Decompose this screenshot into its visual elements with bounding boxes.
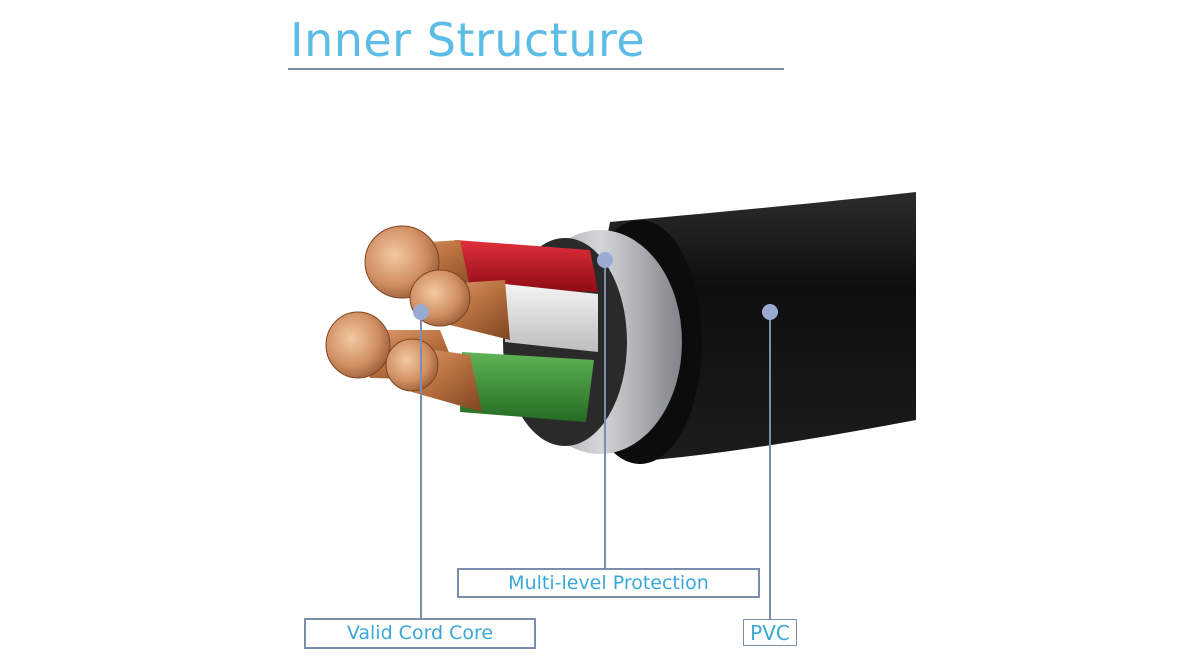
- copper-core-4: [385, 338, 482, 412]
- green-wire: [460, 352, 594, 422]
- label-pvc: PVC: [743, 619, 797, 646]
- leader-pvc: [762, 304, 778, 619]
- title-underline: [288, 68, 784, 70]
- page-title: Inner Structure: [290, 13, 646, 67]
- red-wire: [455, 240, 598, 292]
- white-wire: [505, 284, 598, 352]
- label-multi-level-protection: Multi-level Protection: [457, 568, 760, 598]
- leader-core: [413, 304, 429, 618]
- leader-protection: [597, 252, 613, 568]
- copper-core-2: [409, 269, 510, 340]
- label-valid-cord-core: Valid Cord Core: [304, 618, 536, 649]
